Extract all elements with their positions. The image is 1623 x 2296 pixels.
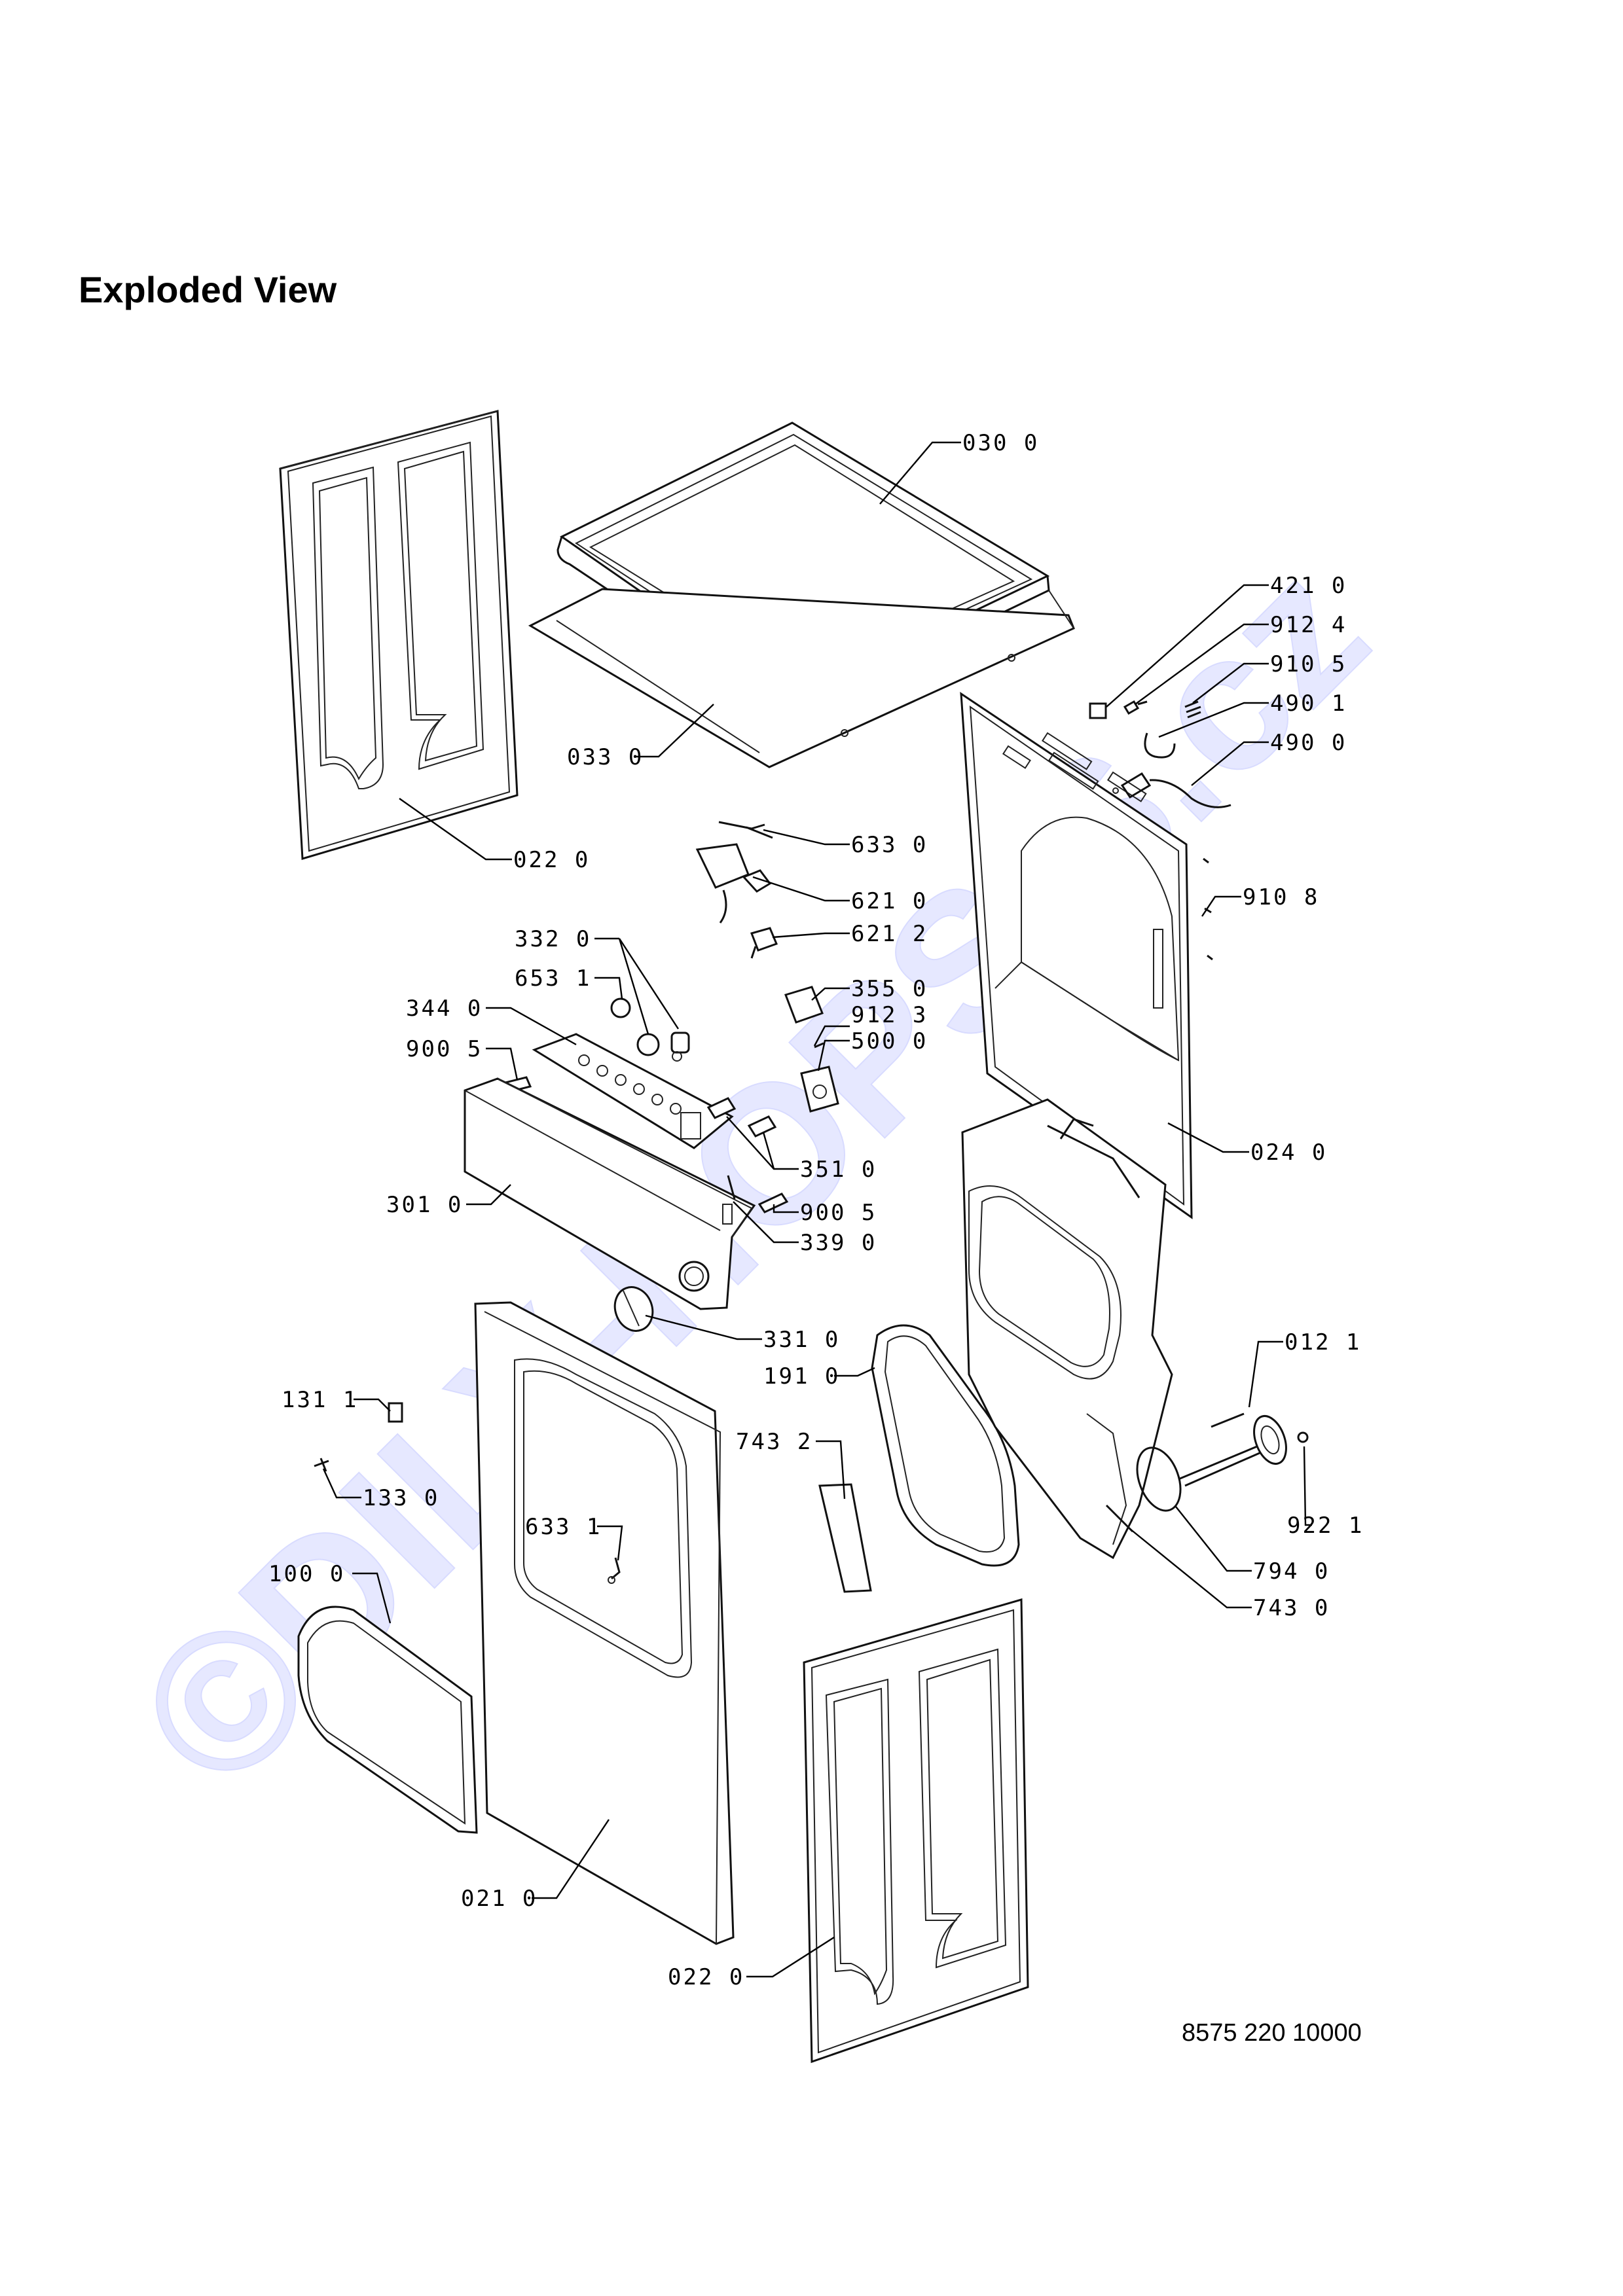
callout-912-4: 912 4 <box>1270 612 1347 638</box>
leader-lines <box>322 441 1312 1978</box>
callout-131-1: 131 1 <box>282 1387 358 1413</box>
callout-490-1: 490 1 <box>1270 691 1347 717</box>
callout-133-0: 133 0 <box>363 1485 439 1511</box>
callout-794-0: 794 0 <box>1253 1558 1330 1585</box>
part-knobs <box>610 997 690 1062</box>
callout-910-8: 910 8 <box>1243 884 1319 910</box>
callout-910-5: 910 5 <box>1270 651 1347 677</box>
part-motor-pulley <box>1178 1412 1309 1487</box>
callout-344-0: 344 0 <box>406 996 483 1022</box>
part-power-cord <box>1112 732 1231 808</box>
callout-100-0: 100 0 <box>268 1561 345 1587</box>
callout-621-0: 621 0 <box>851 888 928 914</box>
part-belt-ring <box>1136 1446 1182 1512</box>
callout-332-0: 332 0 <box>515 926 591 952</box>
part-clip-right <box>727 1175 789 1213</box>
callout-033-0: 033 0 <box>567 744 644 770</box>
part-small-fittings-top-right <box>1089 700 1201 719</box>
callout-022-0-bottom: 022 0 <box>668 1964 744 1990</box>
part-lamps <box>706 1097 777 1138</box>
callout-012-1: 012 1 <box>1285 1329 1361 1355</box>
callout-900-5-left: 900 5 <box>406 1036 483 1062</box>
drawing-number: 8575 220 10000 <box>1182 2019 1362 2047</box>
callout-743-0: 743 0 <box>1253 1595 1330 1621</box>
part-side-panel-left <box>279 410 519 860</box>
callout-022-0-top: 022 0 <box>513 847 590 873</box>
callout-355-0: 355 0 <box>851 976 928 1002</box>
callout-900-5-right: 900 5 <box>800 1200 877 1226</box>
callout-421-0: 421 0 <box>1270 573 1347 599</box>
callout-621-2: 621 2 <box>851 921 928 947</box>
part-program-knob <box>613 1286 654 1332</box>
callout-339-0: 339 0 <box>800 1230 877 1256</box>
callout-labels: 030 0 421 0 912 4 910 5 490 1 490 0 033 … <box>268 430 1364 1990</box>
part-wire-633-1 <box>608 1557 621 1584</box>
callout-351-0: 351 0 <box>800 1157 877 1183</box>
part-screws-910-8 <box>1203 857 1213 961</box>
part-control-fascia <box>464 1077 756 1310</box>
callout-633-0: 633 0 <box>851 832 928 858</box>
part-door <box>297 1605 478 1834</box>
callout-024-0: 024 0 <box>1250 1139 1327 1166</box>
part-foam-743-0 <box>1105 1504 1134 1533</box>
callout-301-0: 301 0 <box>386 1192 463 1218</box>
part-lid-underplate <box>528 588 1075 768</box>
part-harness-switch <box>695 821 778 959</box>
callout-490-0: 490 0 <box>1270 730 1347 756</box>
callout-743-2: 743 2 <box>736 1429 812 1455</box>
part-front-panel <box>474 1301 735 1945</box>
callout-030-0: 030 0 <box>962 430 1039 456</box>
callout-500-0: 500 0 <box>851 1028 928 1054</box>
callout-331-0: 331 0 <box>763 1327 840 1353</box>
part-rear-panel <box>960 692 1193 1219</box>
callout-653-1: 653 1 <box>515 965 591 992</box>
part-door-latch <box>314 1402 403 1472</box>
part-control-pcb <box>532 1033 734 1149</box>
callout-922-1: 922 1 <box>1287 1513 1364 1539</box>
callout-191-0: 191 0 <box>763 1363 840 1390</box>
part-thermostat-timer <box>784 986 839 1113</box>
callout-633-1: 633 1 <box>525 1514 602 1540</box>
part-foam-743-2 <box>818 1483 872 1593</box>
part-door-gasket <box>871 1324 1020 1567</box>
page-title: Exploded View <box>79 269 337 310</box>
callout-021-0: 021 0 <box>461 1886 538 1912</box>
part-side-panel-right <box>803 1598 1029 2064</box>
callout-912-3: 912 3 <box>851 1002 928 1028</box>
part-drum-housing <box>961 1098 1173 1560</box>
